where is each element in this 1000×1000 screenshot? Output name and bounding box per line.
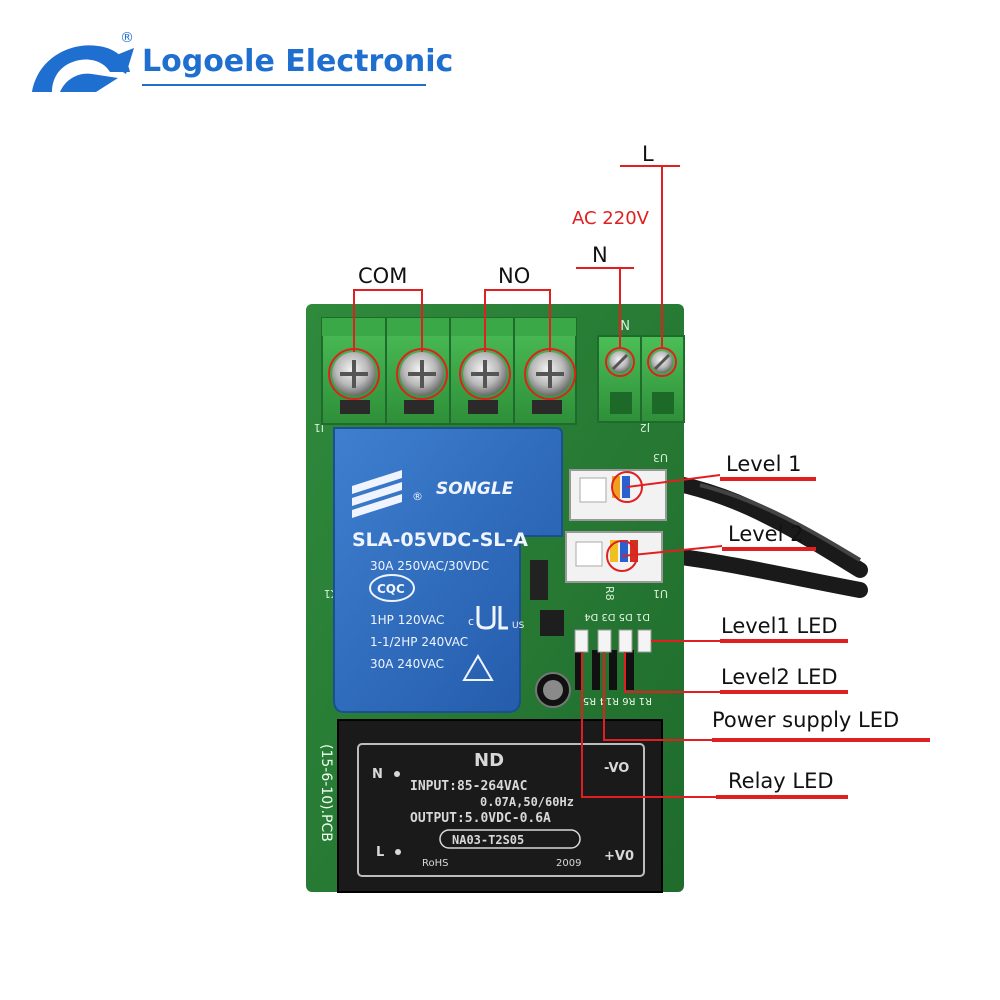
pcb-j1-mark: J1 [314,421,325,434]
level-2-connector [565,531,663,583]
transistor [530,560,548,600]
ic-chip [540,610,564,636]
module-vo-neg: -VO [604,761,629,776]
pcb-u1-mark: U1 [653,587,668,600]
l-wire [620,165,680,348]
screw-n [609,351,631,373]
power-led-leader [603,652,712,741]
pcb-led-row-mark: D1 D5 D3 D4 [584,611,650,622]
pcb-r-mid-mark: R8 [603,586,616,601]
callout-power-supply-led: Power supply LED [712,708,899,732]
level-2-leader [621,545,723,557]
no-label: NO [498,264,530,288]
screw-com-2 [400,352,444,396]
com-label: COM [358,264,407,288]
resistor-1 [575,650,583,690]
no-2-highlight [524,348,576,400]
l-label: L [642,142,654,166]
pcb-res-row-mark: R1 R6 R14 R5 [583,695,652,706]
brand-header: ® Logoele Electronic [32,30,453,92]
power-supply-led [597,629,612,653]
level-2-highlight [606,540,638,572]
ac-voltage-label: AC 220V [572,208,650,229]
com-bracket [353,289,423,352]
module-logo: ND [474,750,504,771]
screw-no-1 [463,352,507,396]
relay-ul-us: US [512,621,525,631]
com-1-highlight [328,348,380,400]
callout-level2-led: Level2 LED [721,665,838,689]
recycle-mark-icon [462,654,494,681]
level1-led [637,629,652,653]
callout-level-2: Level 2 [728,522,803,546]
pcb-n-mark: N [620,316,630,331]
module-input: INPUT:85-264VAC [410,779,527,794]
module-l-pin: L [376,845,384,860]
screw-com-1 [332,352,376,396]
resistor-4 [626,650,634,690]
brand-logo-icon [32,45,134,92]
level-1-connector [569,469,667,521]
relay-led [574,629,589,653]
callout-level-1: Level 1 [726,452,801,476]
level-1-leader [626,474,721,488]
level-1-highlight [611,471,643,503]
relay-module: ® SONGLE SLA-05VDC-SL-A 30A 250VAC/30VDC… [333,427,563,713]
relay-brand: SONGLE [436,479,514,499]
power-terminal-block [597,335,685,423]
module-vo-pos: +V0 [604,849,634,864]
relay-rating: 30A 250VAC/30VDC [370,559,489,573]
relay-cert: CQC [377,582,405,596]
power-module: ND N -VO INPUT:85-264VAC 0.07A,50/60Hz O… [337,719,663,893]
relay-registered: ® [412,490,423,503]
led-row [574,629,652,653]
resistor-2 [592,650,600,690]
screw-l [651,351,673,373]
n-wire [576,267,634,348]
ul-mark-icon [476,606,508,630]
pcb-date-mark: (15-6-10).PCB [318,744,334,842]
module-current: 0.07A,50/60Hz [480,795,574,809]
module-n-pin: N [372,767,383,782]
level2-led [618,629,633,653]
relay-led-leader [581,652,716,798]
com-2-highlight [396,348,448,400]
module-output: OUTPUT:5.0VDC-0.6A [410,811,551,826]
module-year: 2009 [556,858,581,869]
relay-line-1: 1HP 120VAC [370,613,444,627]
level2-led-leader [624,652,720,693]
songle-logo-icon [352,470,402,518]
no-bracket [484,289,551,352]
module-model: NA03-T2S05 [452,833,524,847]
screw-no-2 [528,352,572,396]
callout-level1-led: Level1 LED [721,614,838,638]
n-label: N [592,243,608,267]
registered-mark: ® [120,30,134,46]
relay-model: SLA-05VDC-SL-A [352,529,528,551]
pcb-u3-mark: U3 [653,451,668,464]
brand-name: Logoele Electronic [142,44,453,79]
relay-line-2: 1-1/2HP 240VAC [370,635,468,649]
relay-ul-c: c [468,615,474,628]
no-1-highlight [459,348,511,400]
module-rohs: RoHS [422,858,448,869]
cqc-mark-icon [369,574,415,602]
pcb-j2-mark: J2 [640,421,651,434]
resistor-3 [609,650,617,690]
annotation-layer [328,165,723,798]
callout-relay-led: Relay LED [728,769,834,793]
relay-line-3: 30A 240VAC [370,657,444,671]
callout-underlines [712,477,930,799]
